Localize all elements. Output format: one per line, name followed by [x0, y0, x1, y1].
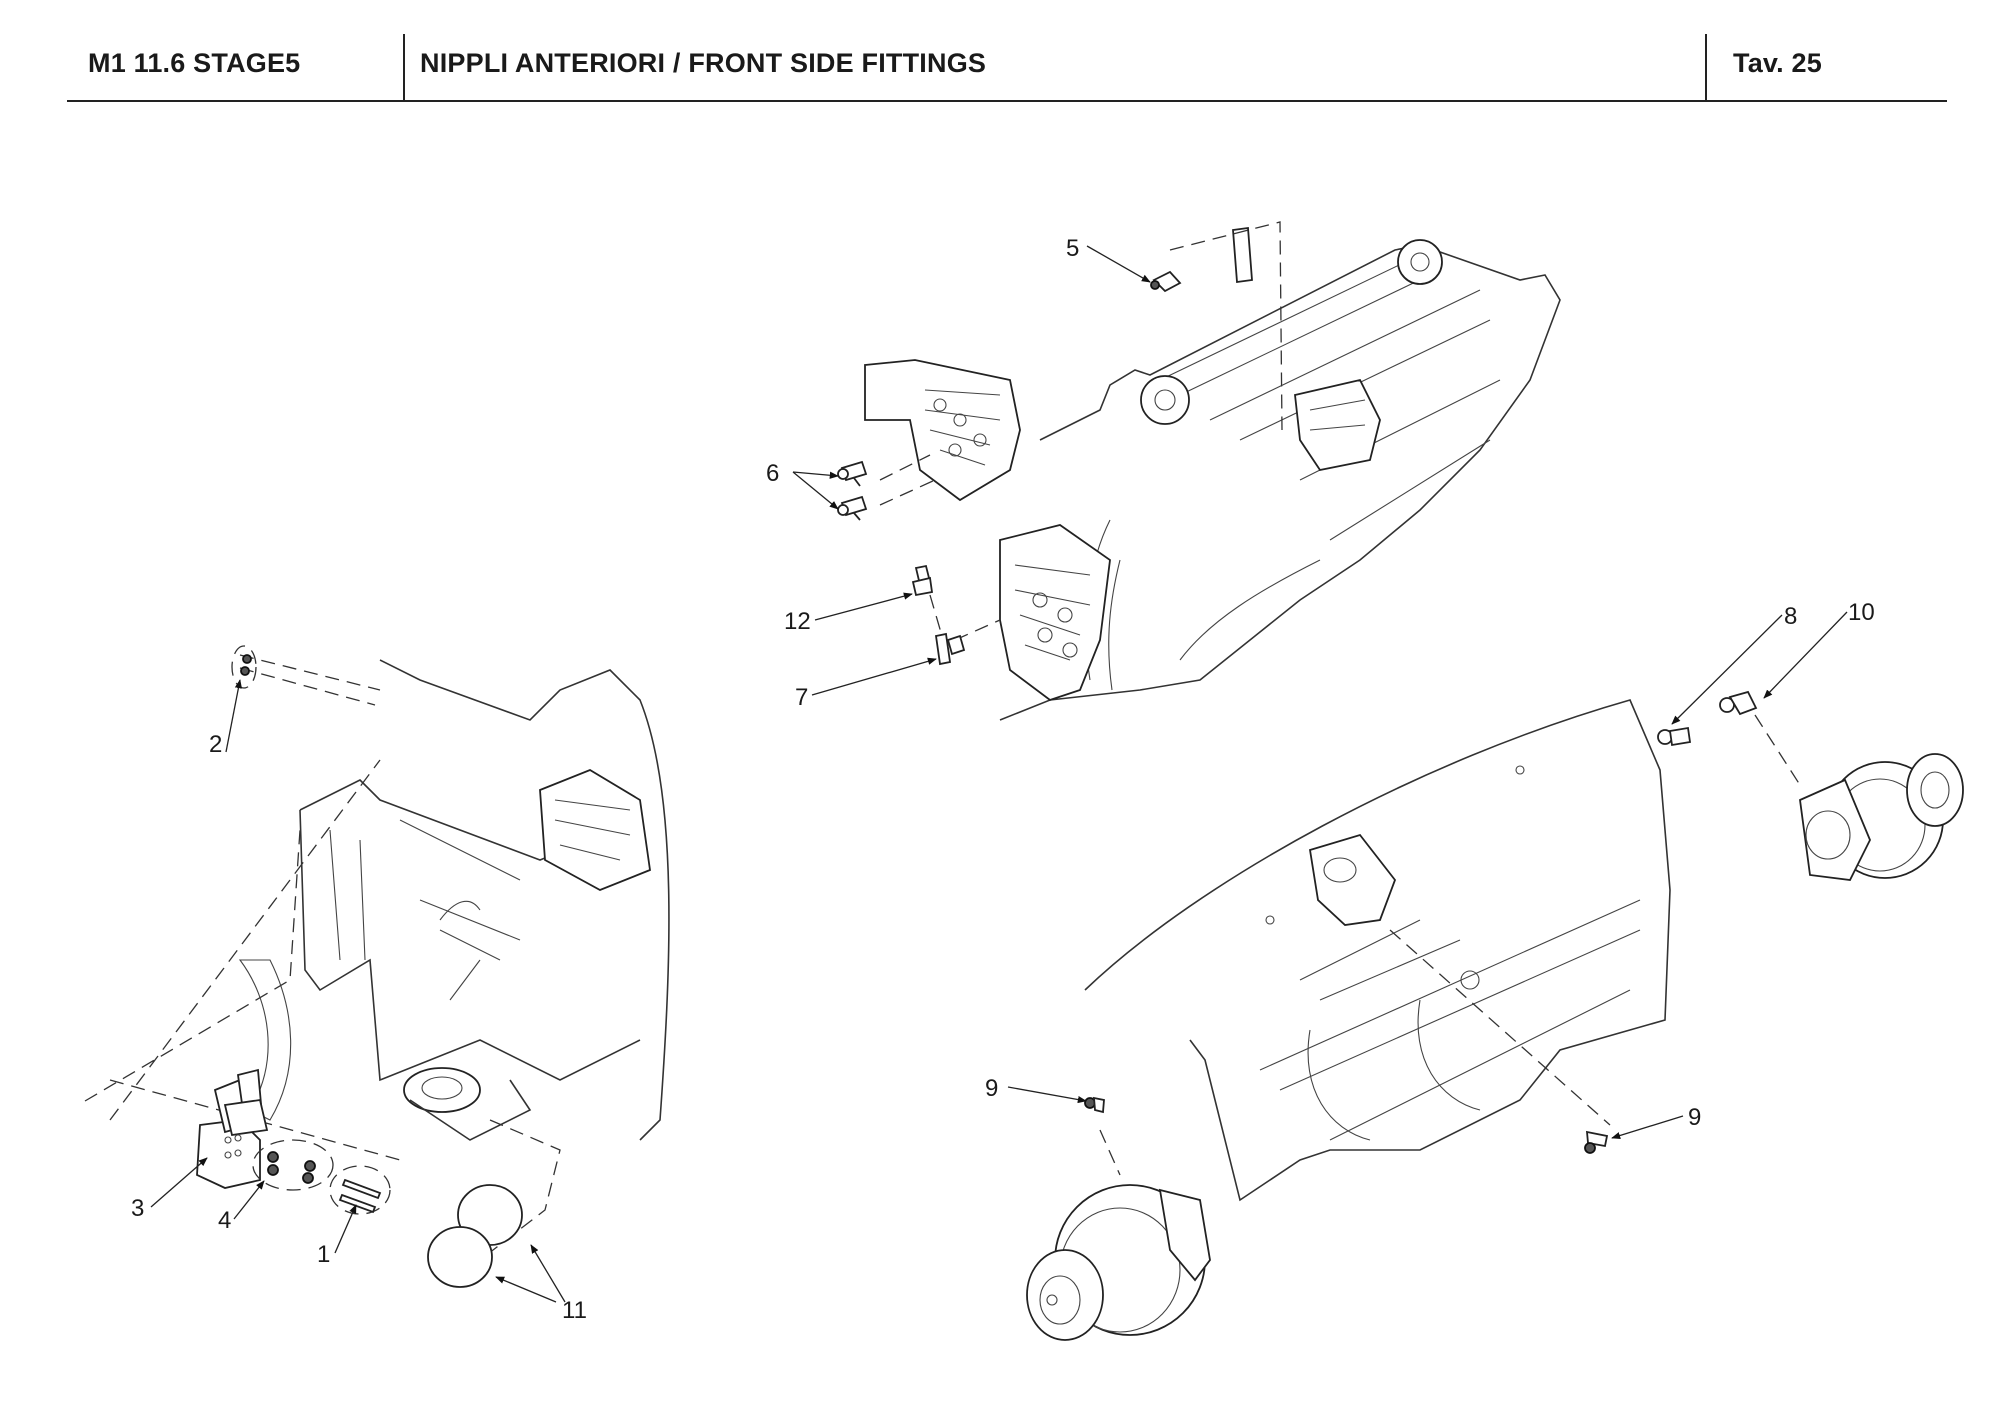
fitting-part-9-right	[1584, 1130, 1609, 1154]
drive-motor-left	[1026, 1129, 1211, 1341]
fitting-part-9-left	[1084, 1096, 1105, 1114]
callout-3[interactable]: 3	[131, 1195, 144, 1222]
fitting-part-10	[1719, 690, 1758, 716]
callout-4[interactable]: 4	[218, 1207, 231, 1234]
fitting-part-5	[1150, 270, 1182, 293]
callout-2[interactable]: 2	[209, 731, 222, 758]
rear-frame-assembly	[1084, 699, 1671, 1202]
drawing-title: NIPPLI ANTERIORI / FRONT SIDE FITTINGS	[420, 48, 987, 78]
fitting-part-12	[911, 564, 934, 597]
model-label: M1 11.6 STAGE5	[88, 48, 301, 78]
callout-9-right[interactable]: 9	[1688, 1104, 1701, 1131]
callout-11[interactable]: 11	[562, 1297, 587, 1324]
front-chassis-assembly	[84, 654, 670, 1261]
title-divider	[1705, 34, 1707, 101]
callout-8[interactable]: 8	[1784, 603, 1797, 630]
fittings-part-6	[837, 460, 868, 521]
callout-7[interactable]: 7	[795, 684, 808, 711]
solenoid-valve-part-3	[196, 1068, 269, 1189]
screws-part-1	[329, 1165, 391, 1215]
fitting-part-7	[929, 594, 966, 666]
title-block: M1 11.6 STAGE5 NIPPLI ANTERIORI / FRONT …	[0, 0, 2000, 102]
callout-6[interactable]: 6	[766, 460, 779, 487]
table-number: Tav. 25	[1733, 48, 1822, 78]
callout-12[interactable]: 12	[784, 608, 811, 635]
header-rule	[67, 100, 1947, 102]
callout-1[interactable]: 1	[317, 1241, 330, 1268]
fitting-part-8	[1657, 726, 1692, 747]
callout-9-left[interactable]: 9	[985, 1075, 998, 1102]
callout-10[interactable]: 10	[1848, 599, 1875, 626]
title-divider	[403, 34, 405, 101]
boom-frame-assembly	[864, 221, 1561, 721]
callout-labels: 5 6 12 7 8 10 9 9 2 3 4 1 11	[131, 235, 1875, 1324]
drive-motor-right	[1754, 714, 1964, 881]
nuts-part-2	[231, 645, 257, 689]
fittings-set-part-4	[252, 1139, 334, 1191]
clamp-bands-part-11	[427, 1184, 523, 1288]
callout-5[interactable]: 5	[1066, 235, 1079, 262]
callout-leaders	[150, 245, 1848, 1303]
